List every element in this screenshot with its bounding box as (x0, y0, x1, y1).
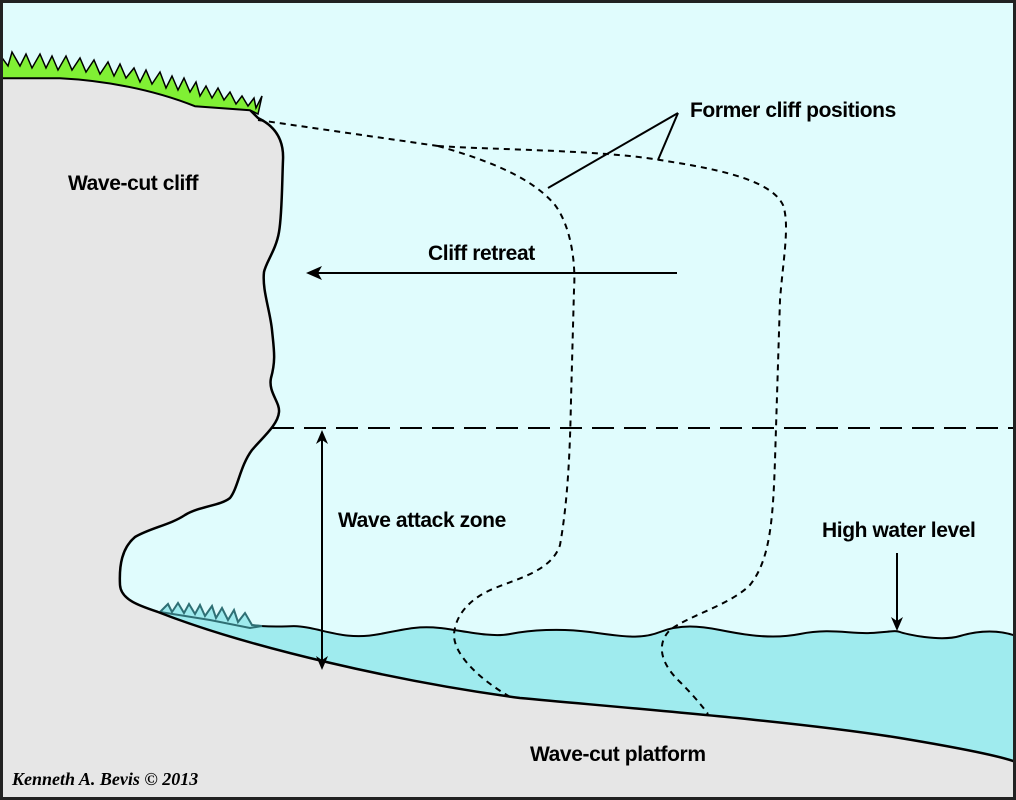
water-surface-line (159, 611, 1016, 640)
cliff-rock (0, 78, 1016, 800)
label-wave-cut-cliff: Wave-cut cliff (68, 172, 200, 195)
seaweed-icon (157, 601, 263, 630)
cliff-outline (0, 76, 1016, 764)
label-former-cliff-positions: Former cliff positions (690, 99, 896, 122)
leader-line-1 (547, 112, 679, 189)
grass-icon (0, 50, 263, 116)
high-water-level-arrowhead (891, 617, 903, 631)
label-cliff-retreat: Cliff retreat (428, 242, 535, 265)
former-cliff-position-2 (437, 145, 788, 715)
former-cliff-top-line (257, 119, 439, 147)
label-high-water-level: High water level (822, 519, 976, 542)
wave-attack-zone-arrowhead-bottom (316, 656, 328, 670)
leader-line-2 (657, 112, 679, 161)
wave-attack-zone-arrowhead-top (316, 430, 328, 444)
label-wave-cut-platform: Wave-cut platform (530, 743, 706, 766)
label-wave-attack-zone: Wave attack zone (338, 509, 506, 532)
credit-text: Kenneth A. Bevis © 2013 (11, 769, 198, 789)
cliff-retreat-arrowhead (306, 266, 322, 280)
